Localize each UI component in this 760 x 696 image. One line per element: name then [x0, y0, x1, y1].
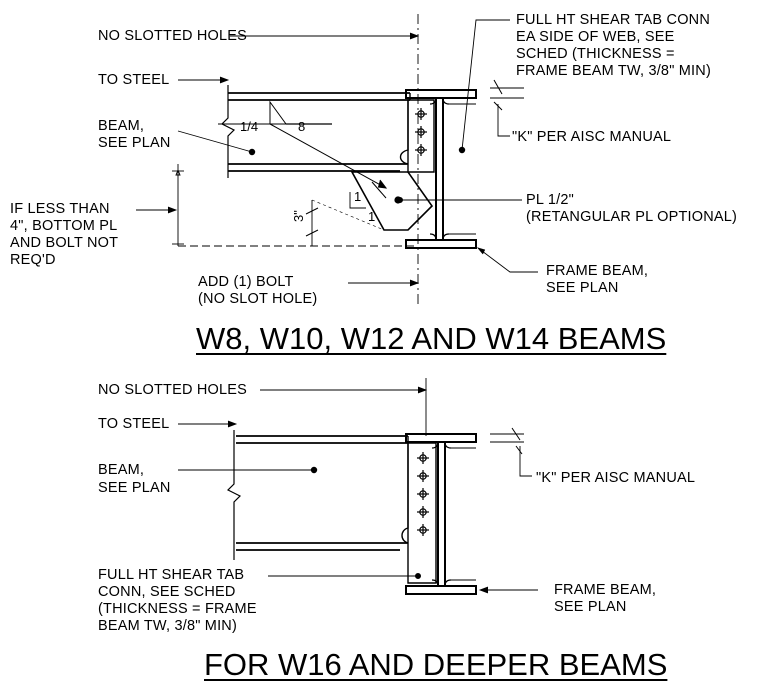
beam-label-2-line2: SEE PLAN — [98, 480, 171, 496]
shear-tab-line2: EA SIDE OF WEB, SEE — [516, 29, 675, 45]
frame-beam — [406, 90, 476, 248]
beam-label-line2: SEE PLAN — [98, 135, 171, 151]
weld-length: 8 — [298, 119, 306, 134]
beam-label-line1: BEAM, — [98, 118, 145, 134]
bottom-pl-note-3: AND BOLT NOT — [10, 235, 119, 251]
k-note-2: "K" PER AISC MANUAL — [536, 470, 696, 486]
add-bolt-line1: ADD (1) BOLT — [198, 274, 294, 290]
detail-1-geometry — [136, 14, 538, 306]
shear-tab-2-line2: CONN, SEE SCHED — [98, 584, 236, 600]
bottom-pl-note-1: IF LESS THAN — [10, 201, 110, 217]
shear-tab — [408, 100, 434, 172]
frame-beam-line2: SEE PLAN — [546, 280, 619, 296]
detail-2-geometry — [178, 378, 538, 594]
beam-break-line-2 — [228, 430, 240, 560]
detail-2-title: FOR W16 AND DEEPER BEAMS — [204, 647, 668, 682]
bottom-plate — [352, 172, 432, 230]
bolts-2 — [417, 452, 429, 536]
shear-tab-line3: SCHED (THICKNESS = — [516, 46, 675, 62]
no-slotted-holes-label-2: NO SLOTTED HOLES — [98, 382, 248, 398]
frame-beam-2-line2: SEE PLAN — [554, 599, 627, 615]
shear-tab-line4: FRAME BEAM TW, 3/8" MIN) — [516, 63, 711, 79]
frame-beam-line1: FRAME BEAM, — [546, 263, 649, 279]
plate-line1: PL 1/2" — [526, 192, 574, 208]
shear-tab-2-line3: (THICKNESS = FRAME — [98, 601, 257, 617]
bottom-pl-note-2: 4", BOTTOM PL — [10, 218, 118, 234]
slope-1b: 1 — [368, 209, 376, 224]
shear-tab-2 — [408, 443, 436, 583]
weld-size: 1/4 — [240, 119, 259, 134]
frame-beam-2 — [406, 434, 476, 594]
slope-1a: 1 — [354, 189, 362, 204]
detail-1-title: W8, W10, W12 AND W14 BEAMS — [196, 321, 667, 356]
to-steel-label: TO STEEL — [98, 72, 170, 88]
add-bolt-line2: (NO SLOT HOLE) — [198, 291, 318, 307]
bottom-pl-note-4: REQ'D — [10, 252, 56, 268]
beam-break-line — [222, 85, 234, 178]
to-steel-label-2: TO STEEL — [98, 416, 170, 432]
beam-label-2-line1: BEAM, — [98, 462, 145, 478]
frame-beam-2-line1: FRAME BEAM, — [554, 582, 657, 598]
k-note-1: "K" PER AISC MANUAL — [512, 129, 672, 145]
bolts — [415, 108, 427, 156]
shear-tab-line1: FULL HT SHEAR TAB CONN — [516, 12, 711, 28]
no-slotted-holes-label: NO SLOTTED HOLES — [98, 28, 248, 44]
dim-3-inch: 3" — [291, 210, 306, 222]
shear-tab-2-line4: BEAM TW, 3/8" MIN) — [98, 618, 237, 634]
shear-tab-2-line1: FULL HT SHEAR TAB — [98, 567, 245, 583]
plate-line2: (RETANGULAR PL OPTIONAL) — [526, 209, 738, 225]
